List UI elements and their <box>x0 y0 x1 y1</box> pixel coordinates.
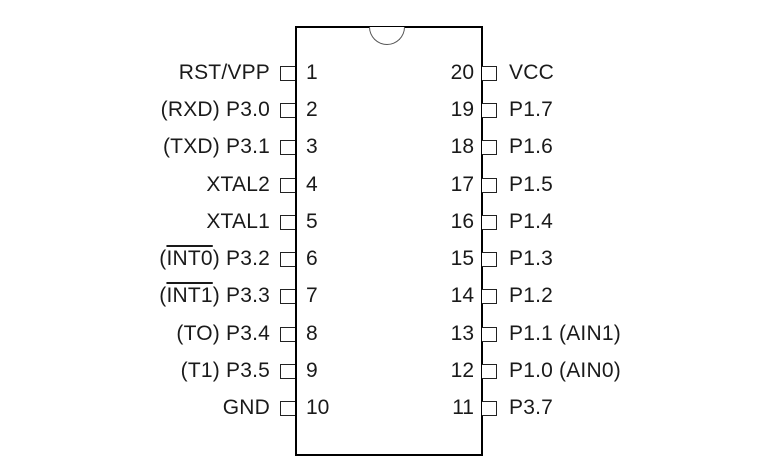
pin-square-2 <box>280 103 295 118</box>
pin-square-12 <box>482 364 497 379</box>
pin-number-3: 3 <box>306 135 318 158</box>
pin-number-6: 6 <box>306 247 318 270</box>
pin-number-14: 14 <box>450 284 474 307</box>
pin-label-13: P1.1 (AIN1) <box>509 322 621 345</box>
pin-label-4: XTAL2 <box>206 173 270 196</box>
pin-square-11 <box>482 401 497 416</box>
pin-label-20: VCC <box>509 61 554 84</box>
pin-label-19: P1.7 <box>509 98 553 121</box>
pin-square-8 <box>280 327 295 342</box>
pin-square-3 <box>280 140 295 155</box>
pin-square-10 <box>280 401 295 416</box>
pin-square-16 <box>482 215 497 230</box>
chip-body <box>295 26 483 456</box>
pin-number-15: 15 <box>450 247 474 270</box>
pin-label-15: P1.3 <box>509 247 553 270</box>
pin-number-4: 4 <box>306 173 318 196</box>
pin-number-19: 19 <box>450 98 474 121</box>
pin-label-7: (INT1) P3.3 <box>159 284 270 307</box>
pin-square-20 <box>482 66 497 81</box>
pin-label-3: (TXD) P3.1 <box>162 135 270 158</box>
pin-number-17: 17 <box>450 173 474 196</box>
pin-square-18 <box>482 140 497 155</box>
pin-label-8: (TO) P3.4 <box>176 322 270 345</box>
pin-number-2: 2 <box>306 98 318 121</box>
pin-label-5: XTAL1 <box>206 210 270 233</box>
pin-label-14: P1.2 <box>509 284 553 307</box>
pin-square-1 <box>280 66 295 81</box>
pin-square-19 <box>482 103 497 118</box>
pin-number-7: 7 <box>306 284 318 307</box>
pin-label-9: (T1) P3.5 <box>180 359 270 382</box>
pin-number-12: 12 <box>450 359 474 382</box>
pin-square-5 <box>280 215 295 230</box>
pin-label-18: P1.6 <box>509 135 553 158</box>
pin-square-15 <box>482 252 497 267</box>
pin-number-1: 1 <box>306 61 318 84</box>
pin-label-6: (INT0) P3.2 <box>159 247 270 270</box>
pin-number-8: 8 <box>306 322 318 345</box>
pin-number-5: 5 <box>306 210 318 233</box>
pin-number-16: 16 <box>450 210 474 233</box>
pin-square-9 <box>280 364 295 379</box>
pin-square-4 <box>280 178 295 193</box>
pin-square-13 <box>482 327 497 342</box>
pin-square-6 <box>280 252 295 267</box>
pin-label-2: (RXD) P3.0 <box>160 98 270 121</box>
pin-label-16: P1.4 <box>509 210 553 233</box>
pin-number-13: 13 <box>450 322 474 345</box>
pin-label-11: P3.7 <box>509 396 553 419</box>
pin-label-17: P1.5 <box>509 173 553 196</box>
pin-label-10: GND <box>222 396 270 419</box>
pin-label-12: P1.0 (AIN0) <box>509 359 621 382</box>
pin-number-20: 20 <box>450 61 474 84</box>
pin-number-18: 18 <box>450 135 474 158</box>
pin-square-17 <box>482 178 497 193</box>
pin-number-11: 11 <box>452 396 474 419</box>
pin-label-1: RST/VPP <box>178 61 270 84</box>
pin-number-10: 10 <box>306 396 330 419</box>
pin-number-9: 9 <box>306 359 318 382</box>
pin-square-14 <box>482 289 497 304</box>
pin-square-7 <box>280 289 295 304</box>
